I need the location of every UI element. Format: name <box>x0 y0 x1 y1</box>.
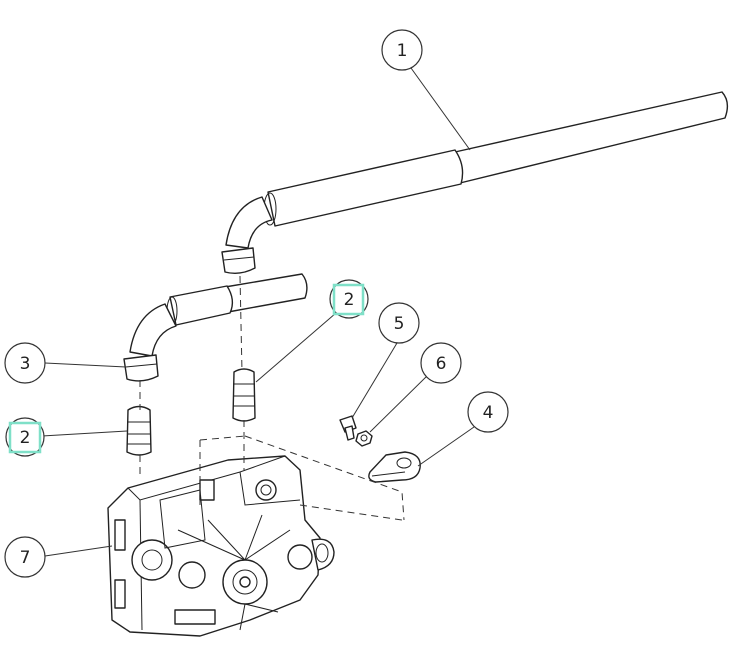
part-3-short-hose[interactable] <box>123 273 308 382</box>
callout-6: 6 <box>420 342 462 384</box>
callout-2-upper: 2 <box>329 279 369 319</box>
part-1-long-hose[interactable] <box>221 91 729 275</box>
callout-5-label: 5 <box>394 314 405 334</box>
callout-6-label: 6 <box>436 354 447 374</box>
callout-2-lower-label: 2 <box>20 428 31 448</box>
highlight-box-lower <box>8 421 42 454</box>
callout-4: 4 <box>467 391 509 433</box>
part-2-fitting-right[interactable] <box>232 368 256 422</box>
callout-7-label: 7 <box>20 548 31 568</box>
assembly-dashed-lines <box>139 275 405 521</box>
part-5-bolt[interactable] <box>339 415 357 441</box>
callout-5: 5 <box>378 302 420 344</box>
part-7-pump-body[interactable] <box>107 455 335 637</box>
callout-2-lower: 2 <box>5 417 45 457</box>
part-4-bracket[interactable] <box>368 451 421 483</box>
callout-7: 7 <box>4 536 46 578</box>
callout-4-label: 4 <box>483 403 494 423</box>
callout-3-label: 3 <box>20 354 31 374</box>
callout-1-label: 1 <box>397 41 408 61</box>
highlight-box-upper <box>332 283 365 316</box>
part-6-nut[interactable] <box>355 430 373 447</box>
leader-lines <box>41 67 475 557</box>
callout-2-upper-label: 2 <box>344 290 355 310</box>
callout-3: 3 <box>4 342 46 384</box>
callout-1: 1 <box>381 29 423 71</box>
part-2-fitting-left[interactable] <box>126 405 152 456</box>
